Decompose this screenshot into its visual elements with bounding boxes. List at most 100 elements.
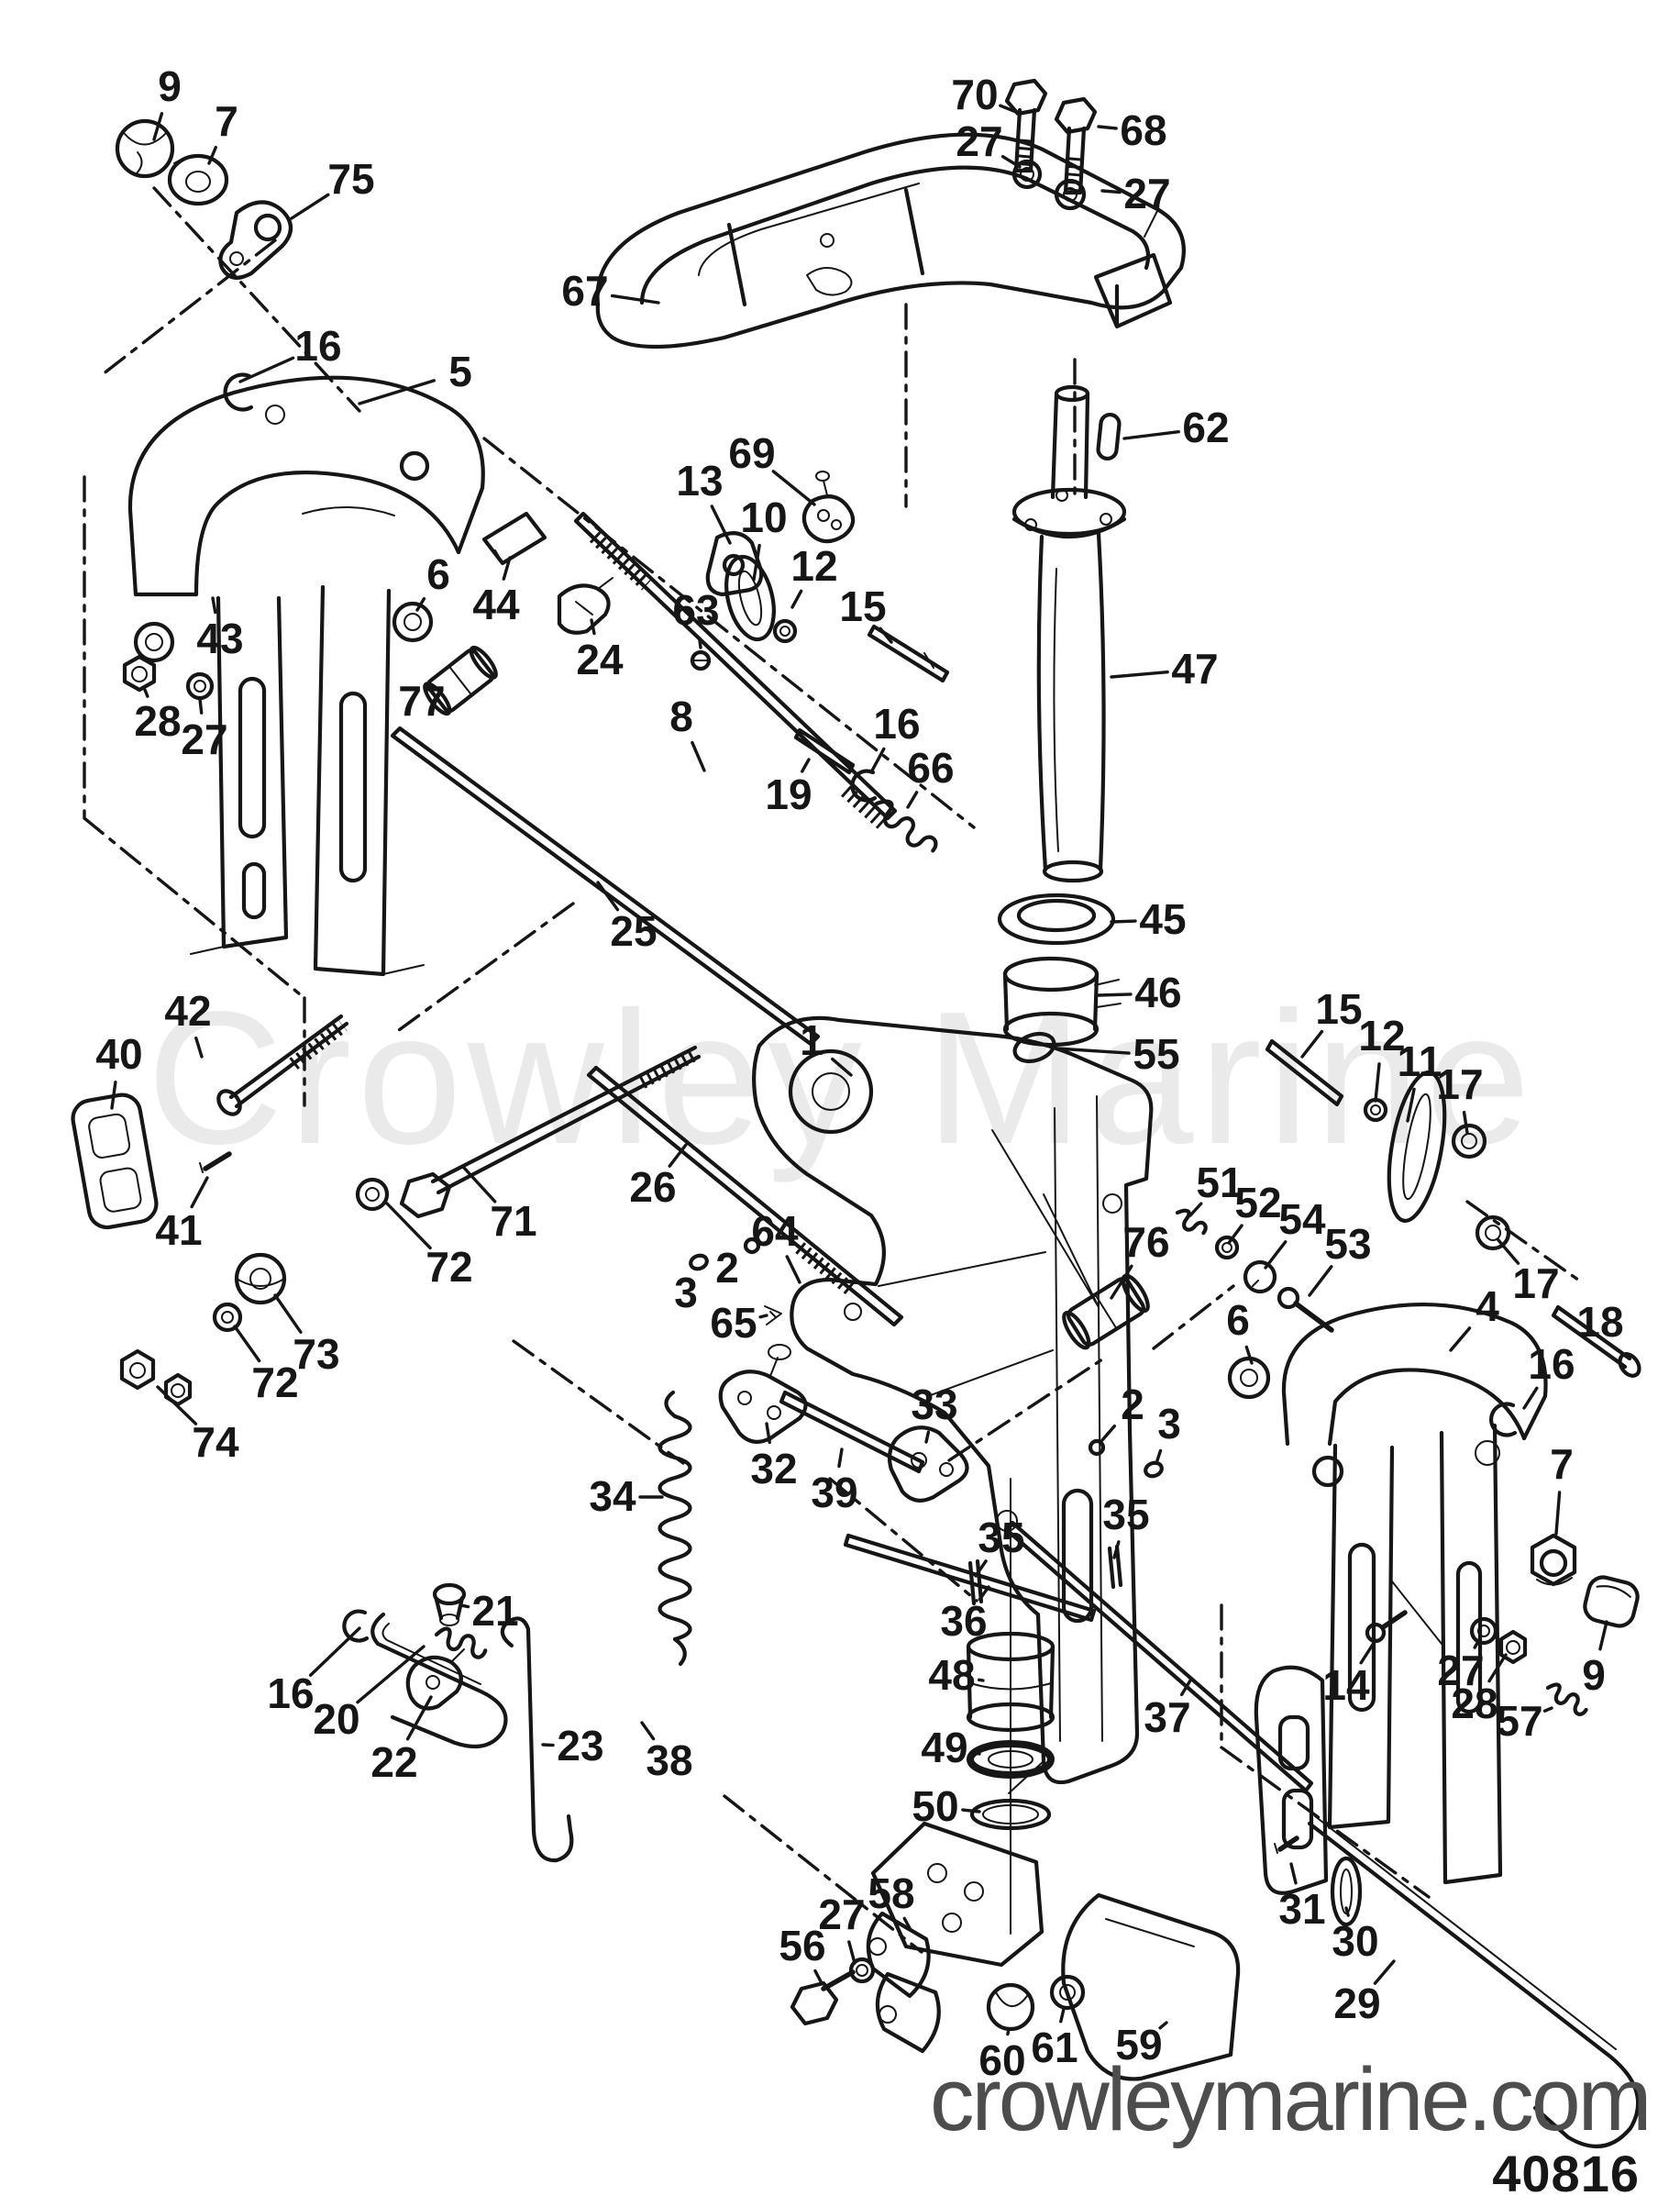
website-text: crowleymarine.com	[930, 2049, 1652, 2149]
callout-22: 22	[370, 1738, 418, 1787]
callout-50: 50	[912, 1782, 959, 1831]
callout-38: 38	[646, 1736, 693, 1785]
callout-17: 17	[1436, 1060, 1484, 1109]
callout-7: 7	[215, 97, 238, 146]
callout-33: 33	[911, 1381, 958, 1429]
callout-39: 39	[811, 1469, 858, 1517]
callout-35: 35	[978, 1514, 1025, 1562]
callout-62: 62	[1182, 404, 1230, 452]
callout-31: 31	[1278, 1885, 1326, 1934]
callout-35: 35	[1102, 1491, 1150, 1539]
callout-20: 20	[313, 1695, 360, 1744]
callout-34: 34	[589, 1472, 636, 1521]
callout-75: 75	[327, 155, 375, 204]
callout-47: 47	[1171, 645, 1219, 693]
callout-66: 66	[907, 744, 955, 793]
callout-52: 52	[1234, 1179, 1282, 1227]
callout-27: 27	[1123, 170, 1171, 218]
callout-18: 18	[1576, 1298, 1624, 1347]
callout-72: 72	[426, 1243, 473, 1292]
swivel-tube-drawing	[997, 384, 1127, 1064]
drawing-number: 40816	[1492, 2145, 1640, 2196]
callout-26: 26	[629, 1163, 677, 1212]
callout-16: 16	[267, 1669, 315, 1718]
callout-8: 8	[669, 693, 693, 741]
callout-15: 15	[1315, 985, 1363, 1034]
callout-28: 28	[134, 697, 182, 746]
callout-46: 46	[1134, 969, 1182, 1017]
callout-36: 36	[940, 1597, 988, 1646]
construction-lines	[83, 186, 1584, 1954]
callout-27: 27	[956, 117, 1003, 166]
callout-45: 45	[1139, 895, 1187, 944]
callout-68: 68	[1120, 106, 1167, 155]
callout-21: 21	[471, 1587, 519, 1636]
small-parts-drawing	[71, 118, 1640, 1749]
callout-5: 5	[448, 348, 472, 396]
callout-11: 11	[1397, 1037, 1442, 1086]
callout-12: 12	[1358, 1012, 1406, 1060]
callout-17: 17	[1512, 1259, 1560, 1308]
callout-70: 70	[951, 71, 999, 119]
callout-67: 67	[561, 267, 609, 316]
callout-32: 32	[750, 1445, 798, 1493]
callout-15: 15	[839, 582, 887, 631]
callout-9: 9	[1582, 1651, 1606, 1700]
callout-1: 1	[800, 1016, 823, 1065]
callout-53: 53	[1324, 1220, 1372, 1269]
callout-72: 72	[251, 1359, 299, 1407]
callout-65: 65	[710, 1299, 757, 1348]
callout-16: 16	[873, 700, 921, 749]
callout-27: 27	[1437, 1647, 1485, 1695]
callout-3: 3	[674, 1269, 698, 1317]
callout-10: 10	[740, 494, 788, 542]
center-swivel-bracket-drawing	[752, 1015, 1154, 1794]
callout-7: 7	[1550, 1440, 1574, 1489]
lower-clamp-assembly-drawing	[790, 1478, 1241, 2081]
callout-76: 76	[1122, 1218, 1170, 1267]
callout-77: 77	[398, 677, 446, 726]
top-cover-drawing	[595, 132, 1186, 349]
callout-2: 2	[1121, 1381, 1144, 1429]
callout-69: 69	[728, 429, 776, 478]
callout-48: 48	[928, 1651, 976, 1700]
watermark-text: Crowley Marine	[147, 972, 1536, 1183]
callout-59: 59	[1115, 2021, 1163, 2069]
callout-74: 74	[192, 1418, 239, 1467]
springs-drawing	[434, 799, 1588, 1716]
callout-71: 71	[490, 1197, 537, 1246]
callout-40: 40	[95, 1030, 143, 1079]
callout-9: 9	[158, 62, 182, 111]
right-stern-bracket-drawing	[1254, 1302, 1548, 1895]
callout-25: 25	[610, 907, 658, 956]
callout-57: 57	[1496, 1697, 1543, 1746]
callout-41: 41	[155, 1206, 203, 1255]
callout-14: 14	[1322, 1661, 1370, 1710]
callout-23: 23	[557, 1722, 604, 1770]
rods-and-bolts-drawing	[216, 78, 1641, 2149]
callout-27: 27	[818, 1891, 866, 1939]
callout-54: 54	[1278, 1195, 1326, 1244]
callout-44: 44	[472, 581, 520, 629]
callout-24: 24	[576, 636, 624, 684]
callout-13: 13	[676, 457, 724, 505]
callout-64: 64	[751, 1207, 799, 1256]
callout-2: 2	[715, 1244, 739, 1292]
callout-16: 16	[294, 322, 342, 371]
callout-16: 16	[1528, 1340, 1575, 1389]
callout-73: 73	[293, 1330, 340, 1379]
callout-43: 43	[196, 615, 244, 663]
callout-60: 60	[978, 2036, 1026, 2085]
callout-61: 61	[1031, 2024, 1078, 2072]
callout-6: 6	[1226, 1296, 1250, 1345]
callout-55: 55	[1133, 1030, 1180, 1079]
callout-51: 51	[1196, 1159, 1243, 1207]
callout-27: 27	[181, 715, 228, 764]
callout-3: 3	[1157, 1400, 1181, 1448]
left-stern-bracket-drawing	[127, 375, 485, 977]
callout-58: 58	[868, 1869, 915, 1918]
callout-4: 4	[1476, 1282, 1499, 1331]
callout-56: 56	[779, 1922, 826, 1970]
